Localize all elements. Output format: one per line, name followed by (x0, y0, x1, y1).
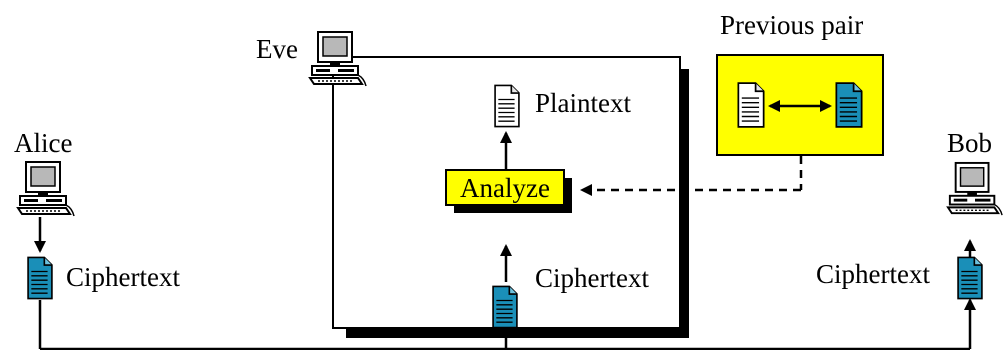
previous-pair-label: Previous pair (720, 10, 863, 40)
alice-label: Alice (14, 128, 72, 158)
analyze-label: Analyze (460, 173, 550, 203)
eve-label: Eve (256, 34, 298, 64)
previous-pair-plaintext-document-icon (737, 82, 765, 128)
bob-label: Bob (947, 128, 992, 158)
plaintext-label: Plaintext (535, 88, 631, 118)
bob-computer-icon (946, 161, 1004, 217)
previous-pair-to-analyze-dashed-arrow (580, 156, 803, 196)
bob-ciphertext-label: Ciphertext (816, 259, 930, 289)
previous-pair-ciphertext-document-icon (835, 82, 863, 128)
plaintext-document-icon (494, 84, 520, 128)
alice-computer-icon (17, 161, 75, 217)
eve-ciphertext-label: Ciphertext (535, 263, 649, 293)
eve-ciphertext-document-icon (492, 285, 518, 329)
bob-ciphertext-document-icon (957, 256, 983, 300)
analyze-box: Analyze (445, 169, 572, 213)
alice-ciphertext-label: Ciphertext (66, 262, 180, 292)
alice-ciphertext-document-icon (27, 256, 53, 300)
